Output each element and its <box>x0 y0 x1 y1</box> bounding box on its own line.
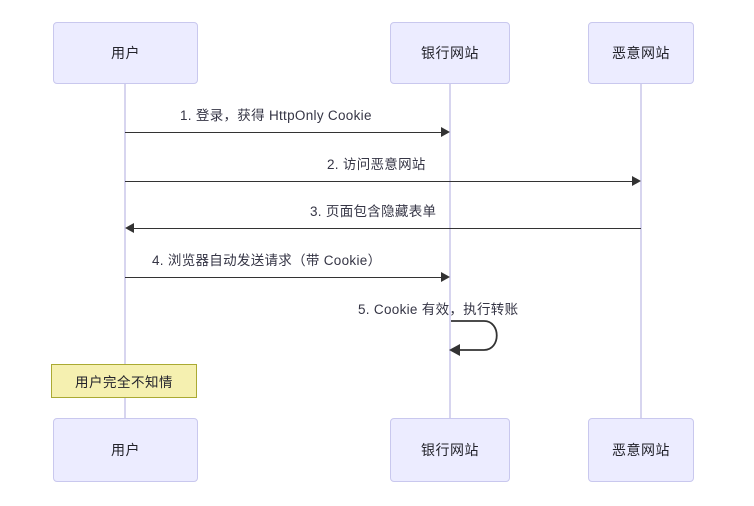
lifeline-evil <box>640 84 642 418</box>
message-label-1: 1. 登录，获得 HttpOnly Cookie <box>180 108 372 123</box>
participant-label-bank-bottom: 银行网站 <box>421 442 479 458</box>
participant-label-evil-bottom: 恶意网站 <box>612 442 670 458</box>
participant-label-user-bottom: 用户 <box>111 442 140 458</box>
participant-top-bank[interactable]: 银行网站 <box>390 22 510 84</box>
message-label-3: 3. 页面包含隐藏表单 <box>310 204 437 219</box>
arrow-head-left-3 <box>125 223 134 233</box>
note-user-unaware: 用户完全不知情 <box>51 364 197 398</box>
message-line-4 <box>125 277 441 278</box>
arrow-head-right-2 <box>632 176 641 186</box>
note-label: 用户完全不知情 <box>75 375 173 390</box>
message-line-1 <box>125 132 441 133</box>
lifeline-bank <box>449 84 451 418</box>
message-line-2 <box>125 181 632 182</box>
participant-bottom-bank[interactable]: 银行网站 <box>390 418 510 482</box>
message-line-3 <box>134 228 641 229</box>
participant-label-user-top: 用户 <box>111 45 140 61</box>
participant-top-user[interactable]: 用户 <box>53 22 198 84</box>
arrow-head-right-1 <box>441 127 450 137</box>
participant-label-bank-top: 银行网站 <box>421 45 479 61</box>
participant-bottom-user[interactable]: 用户 <box>53 418 198 482</box>
self-loop-arrow-5 <box>449 320 498 356</box>
participant-label-evil-top: 恶意网站 <box>612 45 670 61</box>
participant-top-evil[interactable]: 恶意网站 <box>588 22 694 84</box>
arrow-head-right-4 <box>441 272 450 282</box>
participant-bottom-evil[interactable]: 恶意网站 <box>588 418 694 482</box>
message-label-5: 5. Cookie 有效，执行转账 <box>358 302 519 317</box>
message-label-4: 4. 浏览器自动发送请求（带 Cookie） <box>152 253 382 268</box>
lifeline-user <box>124 84 126 418</box>
message-label-2: 2. 访问恶意网站 <box>327 157 426 172</box>
